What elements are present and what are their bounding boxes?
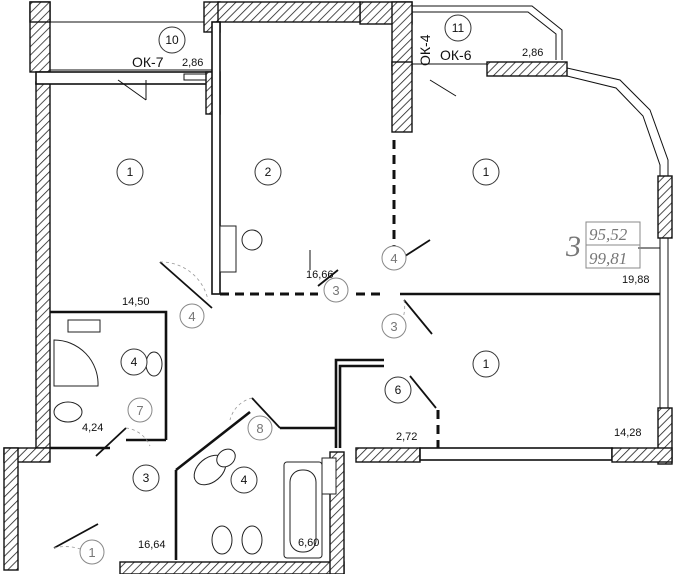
balcony-11 (359, 1, 568, 77)
room-label-closet (384, 376, 412, 404)
door-left-bedroom (159, 261, 213, 309)
balcony-area-11: 2,86 (522, 47, 543, 59)
room-number-closet: 6 (395, 383, 402, 397)
window-ok6-wall (486, 61, 568, 77)
room-number-left-bedroom: 1 (127, 165, 134, 179)
balcony-number-11: 11 (452, 21, 465, 35)
window-ok4: ОК-4 (417, 34, 433, 66)
balcony-10 (29, 1, 221, 73)
bidet-center (241, 525, 263, 555)
window-ok7: ОК-7 (132, 54, 164, 70)
column-right (391, 61, 413, 133)
room-number-bath-left: 4 (131, 355, 138, 369)
room-area-closet: 2,72 (396, 431, 417, 443)
door-label-bath-center: 8 (256, 421, 263, 436)
balcony-label-11 (444, 14, 472, 42)
room-area-middle: 16,66 (306, 269, 334, 281)
door-label-middle: 4 (390, 251, 397, 266)
rooms-count: 3 (565, 230, 581, 263)
room-area-right-bottom: 14,28 (614, 427, 642, 439)
door-right-bottom (403, 299, 433, 335)
room-label-bath-left (120, 348, 148, 376)
total-area: 99,81 (589, 249, 627, 268)
door-entrance (53, 523, 99, 549)
room-number-bath-center: 4 (241, 473, 248, 487)
fixtures (53, 225, 660, 559)
window-ok6: ОК-6 (440, 47, 472, 63)
room-area-left-bedroom: 14,50 (122, 296, 150, 308)
sink-middle (241, 229, 263, 251)
room-label-left-bedroom (116, 158, 144, 186)
shower-tray (53, 339, 99, 387)
right-wall-pier-top (657, 175, 673, 239)
room-number-right-top: 1 (483, 165, 490, 179)
room-area-right-top: 19,88 (622, 274, 650, 286)
balcony-area-10: 2,86 (182, 57, 203, 69)
room-label-middle (254, 158, 282, 186)
balcony-label-10 (158, 26, 186, 54)
room-number-hall: 3 (143, 471, 150, 485)
room-labels: 1 14,50 2 16,66 1 19,88 1 14,28 4 4,24 3… (82, 14, 650, 551)
washbasin-left (145, 351, 163, 377)
living-area: 95,52 (589, 225, 628, 244)
room-label-hall (132, 464, 160, 492)
left-wall (35, 81, 51, 449)
room-label-right-bottom (472, 350, 500, 378)
outer-walls (3, 1, 673, 574)
door-label-bath-left: 7 (136, 403, 143, 418)
door-label-corridor: 3 (332, 283, 339, 298)
room-number-right-bottom: 1 (483, 357, 490, 371)
room-label-bath-center (230, 466, 258, 494)
toilet-center (211, 525, 233, 555)
top-wall-middle (217, 1, 361, 23)
apartment-summary: 3 95,52 99,81 (565, 221, 641, 269)
water-heater (321, 457, 337, 495)
room-number-middle: 2 (265, 165, 272, 179)
doors (53, 73, 457, 561)
room-area-bath-left: 4,24 (82, 422, 103, 434)
room-area-hall: 16,64 (138, 539, 166, 551)
door-label-right: 3 (390, 319, 397, 334)
partitions (50, 140, 660, 560)
door-labels: 4 3 4 3 7 8 1 (79, 245, 407, 565)
door-label-entrance: 1 (88, 545, 95, 560)
toilet-left (53, 401, 83, 423)
balcony-number-10: 10 (165, 33, 179, 47)
room-area-bath-center: 6,60 (298, 537, 319, 549)
cabinet-middle (219, 225, 237, 273)
door-label-left-bedroom: 4 (188, 309, 195, 324)
sink-left (67, 319, 101, 333)
room-label-right-top (472, 158, 500, 186)
